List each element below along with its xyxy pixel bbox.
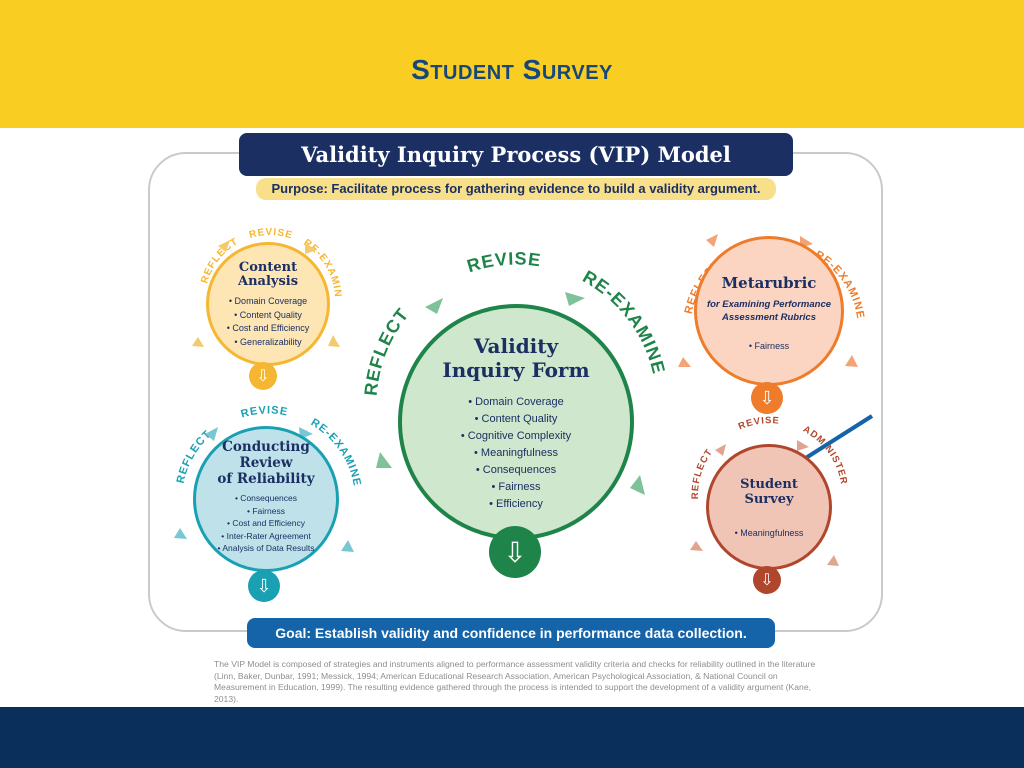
slide-title: Student Survey bbox=[411, 54, 613, 85]
content-analysis-node: Content Analysis • Domain Coverage • Con… bbox=[206, 242, 330, 366]
model-title: Validity Inquiry Process (VIP) Model bbox=[239, 133, 793, 176]
curved-arrow-icon bbox=[192, 240, 340, 347]
reliability-review-node: Conducting Review of Reliability • Conse… bbox=[193, 426, 339, 572]
validity-form-title: Validity Inquiry Form bbox=[442, 334, 590, 382]
down-arrow-icon: ⇩ bbox=[249, 362, 277, 390]
down-arrow-icon: ⇩ bbox=[753, 566, 781, 594]
curved-arrow-icon bbox=[174, 427, 354, 552]
reliability-title: Conducting Review of Reliability bbox=[217, 439, 315, 487]
down-arrow-icon: ⇩ bbox=[751, 382, 783, 414]
svg-text:REVISE: REVISE bbox=[248, 227, 294, 242]
down-arrow-icon: ⇩ bbox=[248, 570, 280, 602]
metarubric-title: Metarubric bbox=[721, 274, 817, 292]
header-band bbox=[0, 0, 1024, 128]
content-analysis-list: • Domain Coverage • Content Quality • Co… bbox=[226, 296, 310, 347]
curved-arrow-icon bbox=[376, 292, 645, 495]
svg-text:REVISE: REVISE bbox=[240, 404, 290, 420]
student-survey-title: Student Survey bbox=[740, 477, 798, 507]
metarubric-subtitle: for Examining Performance Assessment Rub… bbox=[706, 299, 832, 323]
validity-form-list: • Domain Coverage • Content Quality • Co… bbox=[460, 396, 572, 510]
validity-inquiry-form-node: Validity Inquiry Form • Domain Coverage … bbox=[398, 304, 634, 540]
svg-text:REVISE: REVISE bbox=[465, 248, 543, 276]
svg-text:REVISE: REVISE bbox=[737, 415, 780, 432]
down-arrow-icon: ⇩ bbox=[489, 526, 541, 578]
student-survey-node: Student Survey • Meaningfulness bbox=[706, 444, 832, 570]
metarubric-node: Metarubric for Examining Performance Ass… bbox=[694, 236, 844, 386]
purpose-banner: Purpose: Facilitate process for gatherin… bbox=[256, 178, 776, 200]
reliability-list: • Consequences • Fairness • Cost and Eff… bbox=[217, 493, 315, 553]
goal-banner: Goal: Establish validity and confidence … bbox=[247, 618, 775, 648]
curved-arrow-icon bbox=[690, 440, 839, 566]
metarubric-list: • Fairness bbox=[748, 341, 790, 351]
footnote: The VIP Model is composed of strategies … bbox=[214, 659, 816, 704]
content-analysis-title: Content Analysis bbox=[237, 260, 299, 289]
footer-band bbox=[0, 707, 1024, 768]
student-survey-list: • Meaningfulness bbox=[734, 528, 804, 538]
